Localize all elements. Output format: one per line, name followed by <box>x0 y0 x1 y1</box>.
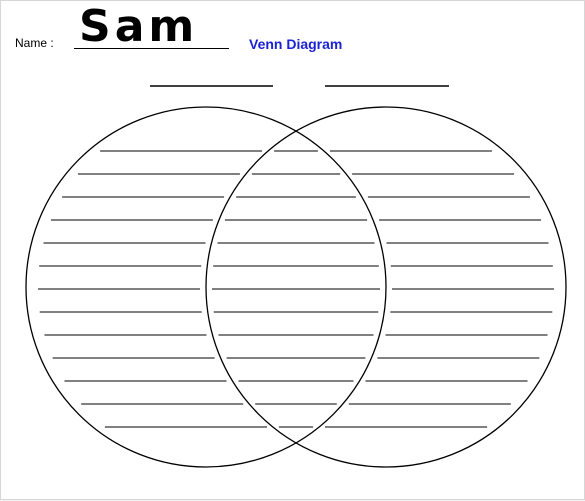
name-underline <box>74 48 229 49</box>
page-title: Venn Diagram <box>249 36 343 52</box>
name-handwritten: Sam <box>79 1 199 52</box>
left-circle <box>25 106 387 468</box>
writing-lines <box>38 150 554 428</box>
name-label: Name : <box>15 36 54 50</box>
right-circle <box>205 106 567 468</box>
